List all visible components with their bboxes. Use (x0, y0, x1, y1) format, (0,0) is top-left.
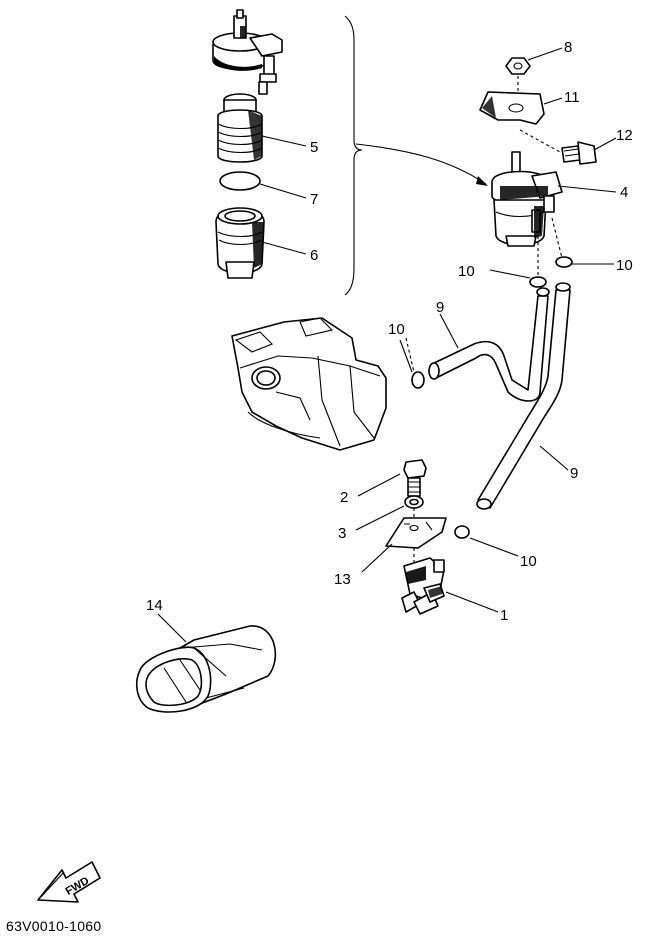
washer-3 (404, 495, 424, 509)
callout-5: 5 (310, 139, 318, 156)
callout-8: 8 (564, 39, 572, 56)
callout-2: 2 (340, 489, 348, 506)
pointer-arrow (355, 143, 487, 185)
callout-12: 12 (616, 127, 633, 144)
callout-14: 14 (146, 597, 163, 614)
diagram-code: 63V0010-1060 (6, 918, 102, 934)
clip-10-upper-right (555, 256, 573, 268)
bracket-11 (479, 91, 545, 125)
carburetor-outline (231, 317, 387, 451)
bolt-12 (561, 141, 597, 165)
clip-10-upper-left (529, 276, 547, 288)
callout-3: 3 (338, 525, 346, 542)
callout-13: 13 (334, 571, 351, 588)
callout-7: 7 (310, 191, 318, 208)
callout-6: 6 (310, 247, 318, 264)
callout-9-lower: 9 (570, 465, 578, 482)
bolt-2 (403, 459, 427, 497)
fuel-pump-1 (401, 557, 445, 615)
callout-10-pump: 10 (520, 553, 537, 570)
callout-1: 1 (500, 607, 508, 624)
filter-element-5 (217, 93, 263, 163)
clip-10-carb (411, 371, 425, 389)
fwd-arrow-icon: FWD (37, 861, 101, 903)
o-ring-7 (219, 171, 261, 191)
callout-9-upper: 9 (436, 299, 444, 316)
filter-bowl-6 (215, 207, 265, 279)
callout-10-carb: 10 (388, 321, 405, 338)
filter-head-exploded (212, 9, 283, 95)
callout-11: 11 (564, 89, 580, 106)
nut-8 (505, 57, 531, 75)
fuel-filter-4 (491, 151, 563, 247)
callout-labels: 1 2 3 4 5 6 7 8 9 9 10 10 10 10 11 12 13… (146, 39, 633, 624)
leader-lines (157, 47, 617, 643)
fuel-hose-9-lower (476, 282, 571, 510)
fuel-filter-assembly-group (479, 57, 597, 288)
callout-10-filter-right: 10 (616, 257, 633, 274)
fuel-hose-9-upper (428, 287, 550, 402)
fuel-filter-exploded-group (212, 9, 488, 296)
cover-14 (135, 625, 276, 713)
exploded-view-bracket (344, 15, 363, 296)
callout-10-filter-left: 10 (458, 263, 475, 280)
bracket-13 (385, 517, 447, 549)
clip-10-pump (454, 525, 470, 539)
callout-4: 4 (620, 184, 628, 201)
